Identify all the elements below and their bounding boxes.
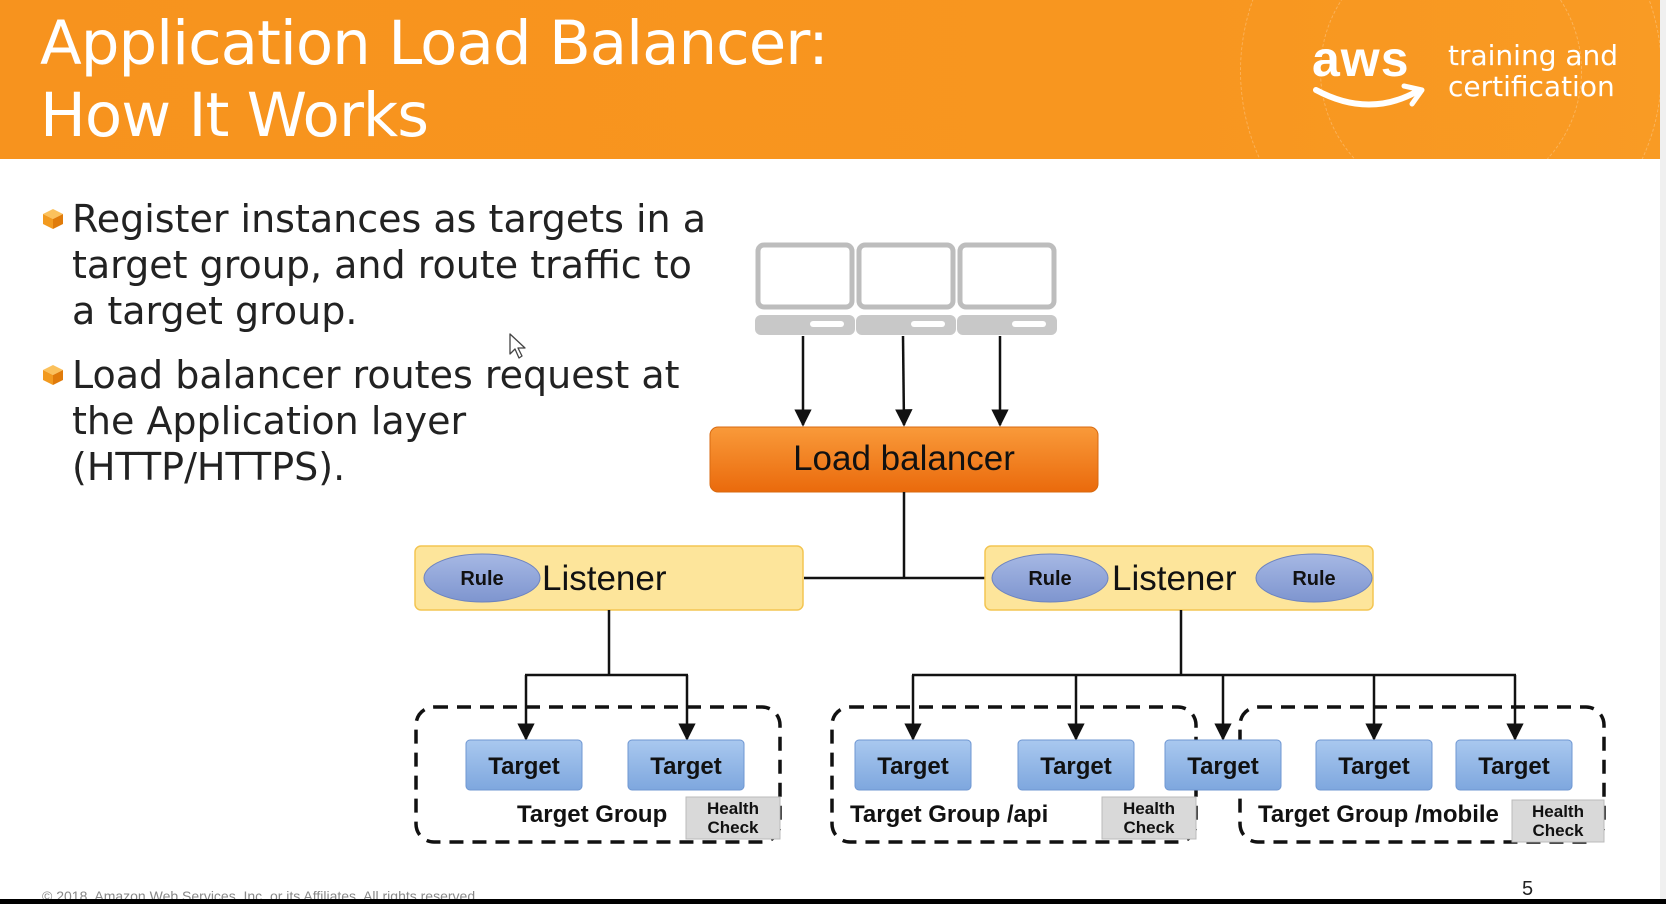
target-box: Target [1315, 739, 1433, 791]
target-label: Target [488, 753, 560, 780]
target-box: Target [627, 739, 745, 791]
target-group-label: Target Group /mobile [1258, 801, 1499, 828]
aws-logo: aws [1312, 30, 1432, 120]
listener-label: Listener [542, 559, 667, 598]
aws-tagline-line-2: certification [1448, 70, 1615, 103]
aws-logo-word: aws [1312, 31, 1410, 87]
listener-label: Listener [1112, 559, 1237, 598]
health-check-label: Health Check [1123, 799, 1175, 837]
bullet-list: Register instances as targets in a targe… [42, 196, 722, 508]
target-label: Target [1187, 753, 1259, 780]
client-laptop [755, 245, 855, 335]
target-box: Target [1164, 739, 1282, 791]
decorative-circle [1320, 0, 1582, 159]
bullet-text: Register instances as targets in a targe… [72, 197, 706, 333]
target-label: Target [877, 753, 949, 780]
title-banner: Application Load Balancer: How It Works … [0, 0, 1666, 159]
cube-bullet-icon [43, 365, 63, 385]
rule-badge [423, 553, 541, 603]
target-group: Target Group /api Health Check [830, 705, 1198, 844]
target-label: Target [650, 753, 722, 780]
health-check-badge: Health Check [1511, 799, 1605, 843]
rule-label: Rule [1028, 568, 1071, 590]
target-box: Target [854, 739, 972, 791]
target-group: Target Group Health Check [414, 705, 782, 844]
scrollbar-track [1660, 0, 1666, 904]
target-box: Target [1017, 739, 1135, 791]
target-label: Target [1040, 753, 1112, 780]
target-box: Target [465, 739, 583, 791]
client-laptop [957, 245, 1057, 335]
target-group-label: Target Group /api [850, 801, 1048, 828]
slide-title: Application Load Balancer: How It Works [40, 8, 829, 152]
load-balancer-label: Load balancer [793, 439, 1015, 478]
target-group-label: Target Group [517, 801, 667, 828]
bullet-text: Load balancer routes request at the Appl… [72, 353, 680, 489]
page-number: 5 [1522, 878, 1534, 900]
target-box: Target [1455, 739, 1573, 791]
health-check-badge: Health Check [685, 796, 781, 840]
rule-badge [991, 553, 1109, 603]
aws-smile-icon [1313, 83, 1425, 108]
rule-label: Rule [460, 568, 503, 590]
health-check-badge: Health Check [1101, 796, 1197, 840]
health-check-label: Health Check [1532, 802, 1584, 840]
cube-bullet-icon [43, 209, 63, 229]
target-label: Target [1478, 753, 1550, 780]
bullet-item: Register instances as targets in a targe… [42, 196, 722, 334]
target-label: Target [1338, 753, 1410, 780]
health-check-label: Health Check [707, 799, 759, 837]
rule-label: Rule [1292, 568, 1335, 590]
slide-title-line-2: How It Works [40, 80, 429, 151]
mouse-pointer-icon [509, 333, 526, 359]
listener-left: Rule Listener [414, 545, 804, 611]
target-group: Target Group /mobile Health Check [1238, 705, 1606, 844]
client-laptop [856, 245, 956, 335]
client-arrow [895, 335, 913, 427]
rule-badge [1255, 553, 1373, 603]
bottom-border [0, 899, 1666, 904]
aws-tagline: training and certification [1448, 40, 1618, 102]
load-balancer: Load balancer [709, 426, 1099, 493]
bullet-item: Load balancer routes request at the Appl… [42, 352, 722, 490]
listener-right: Rule Listener Rule [984, 545, 1374, 611]
aws-tagline-line-1: training and [1448, 39, 1619, 72]
slide-title-line-1: Application Load Balancer: [40, 8, 829, 79]
